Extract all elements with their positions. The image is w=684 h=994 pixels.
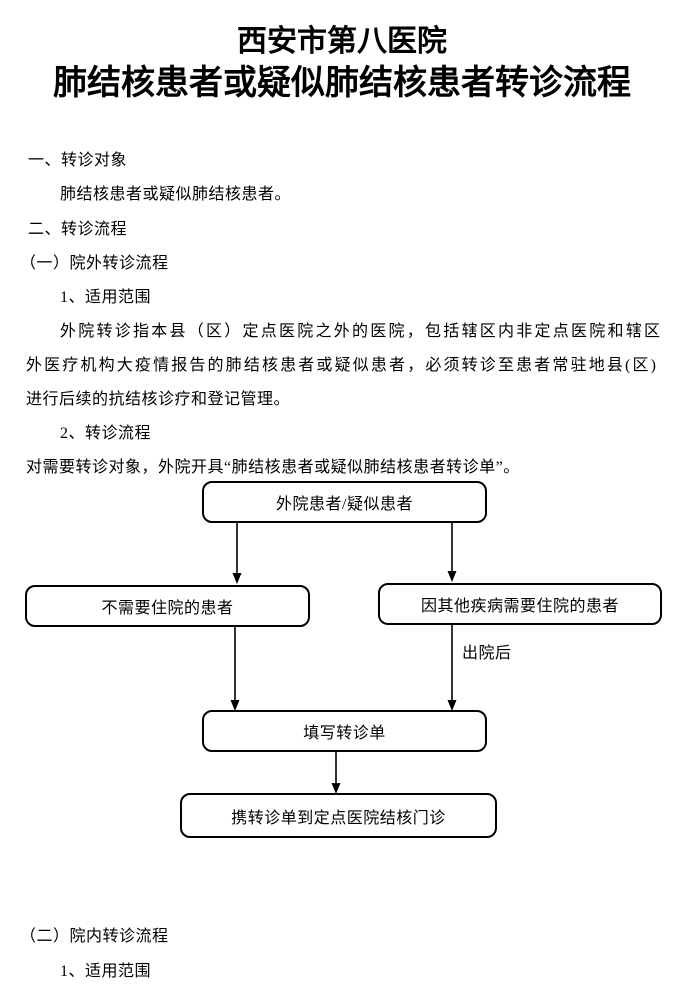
flowchart-box-bring-form-to-clinic: 携转诊单到定点医院结核门诊 [180,793,497,838]
flowchart-box-outside-patient-label: 外院患者/疑似患者 [276,496,413,513]
flowchart-box-no-hospitalization: 不需要住院的患者 [25,585,310,627]
subsection2-heading: （二）院内转诊流程 [20,928,169,945]
flowchart-box-fill-referral-form-label: 填写转诊单 [303,725,386,742]
paragraph-line3: 进行后续的抗结核诊疗和登记管理。 [26,391,291,408]
flowchart-box-needs-hospitalization-label: 因其他疾病需要住院的患者 [420,598,619,615]
subsection2-scope-heading: 1、适用范围 [60,963,152,980]
paragraph-line1: 外院转诊指本县（区）定点医院之外的医院，包括辖区内非定点医院和辖区 [60,323,660,340]
flowchart-box-bring-form-to-clinic-label: 携转诊单到定点医院结核门诊 [231,809,446,827]
flowchart-box-fill-referral-form: 填写转诊单 [202,710,487,752]
section1-text: 肺结核患者或疑似肺结核患者。 [60,186,292,203]
flowchart-box-outside-patient: 外院患者/疑似患者 [202,481,487,523]
process-intro-text: 对需要转诊对象，外院开具“肺结核患者或疑似肺结核患者转诊单”。 [26,459,520,476]
document-title-line2: 肺结核患者或疑似肺结核患者转诊流程 [53,65,631,102]
flowchart-box-no-hospitalization-label: 不需要住院的患者 [101,600,234,617]
section1-heading: 一、转诊对象 [28,152,128,169]
scope-heading: 1、适用范围 [60,289,152,306]
flowchart-box-needs-hospitalization: 因其他疾病需要住院的患者 [378,583,662,625]
subsection1-heading: （一）院外转诊流程 [20,255,169,272]
process-heading: 2、转诊流程 [60,425,152,442]
paragraph-line2: 外医疗机构大疫情报告的肺结核患者或疑似患者，必须转诊至患者常驻地县(区) [26,357,656,374]
document-title-line1: 西安市第八医院 [237,25,447,58]
flowchart-edge-label-discharge: 出院后 [462,639,512,663]
section2-heading: 二、转诊流程 [28,221,128,238]
